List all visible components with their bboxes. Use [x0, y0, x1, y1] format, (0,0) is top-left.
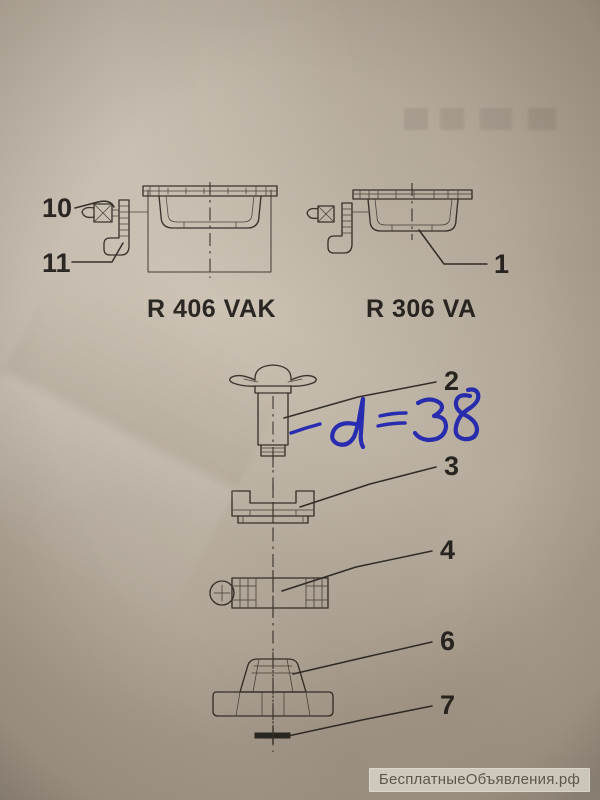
- callout-6: 6: [440, 626, 455, 656]
- right-wing-screw-cross: [317, 205, 335, 223]
- part2-wing-left: [229, 374, 257, 387]
- part4-eye: [209, 580, 235, 606]
- handwritten-annotation: [289, 387, 481, 450]
- right-bowl-inner: [374, 198, 453, 226]
- callout-10: 10: [42, 193, 72, 223]
- part6-flange-detail: [235, 691, 311, 717]
- part3-foot: [237, 515, 309, 524]
- left-standpipe-threads: [118, 205, 130, 237]
- assembly-right-r306va: 1 R 306 VA: [306, 183, 509, 323]
- part2-wing-right: [289, 374, 317, 387]
- leader-6: [292, 641, 433, 675]
- left-wing-screw-wing: [81, 206, 95, 219]
- right-standpipe-threads: [341, 208, 353, 234]
- handwriting-letter-d: [330, 396, 366, 447]
- leader-2: [283, 381, 437, 419]
- handwriting-digit-3: [412, 397, 449, 443]
- part-6-flanged-base: 6: [212, 626, 455, 726]
- left-wing-screw-cross: [93, 203, 113, 223]
- model-label-right: R 306 VA: [366, 295, 477, 323]
- part6-cone-edges: [252, 658, 294, 693]
- part4-thread-rings: [231, 585, 329, 601]
- callout-4: 4: [440, 535, 455, 565]
- part4-body: [231, 577, 329, 609]
- part6-cone-rings: [251, 665, 295, 674]
- handwriting-equals-top: [378, 411, 408, 418]
- part2-wing-detail: [243, 378, 303, 383]
- callout-7: 7: [440, 690, 455, 720]
- leader-7: [287, 705, 433, 737]
- part2-collar: [254, 385, 292, 394]
- handwriting-dash: [289, 422, 322, 435]
- callout-11: 11: [42, 248, 71, 278]
- right-bowl-tickmarks: [391, 224, 433, 232]
- right-rim-top: [352, 189, 473, 200]
- leader-11: [71, 242, 124, 263]
- part-4-threaded-spindle: 4: [209, 535, 455, 616]
- leader-3: [299, 466, 437, 508]
- callout-1: 1: [494, 249, 509, 279]
- part4-thread-hatching: [239, 577, 323, 609]
- left-assembly-frame: [147, 189, 272, 273]
- part3-body: [231, 490, 315, 517]
- left-standpipe: [103, 199, 130, 256]
- watermark: БесплатныеОбъявления.рф: [368, 768, 590, 792]
- assembly-left-r406vak: 10 11 R 406 VAK: [42, 182, 278, 323]
- part2-head-dome: [254, 364, 292, 381]
- part-2-winged-shoulder-bolt: 2: [229, 364, 459, 470]
- callout-3: 3: [444, 451, 459, 481]
- right-standpipe: [327, 202, 353, 254]
- left-wing-screw-stem: [111, 209, 119, 217]
- handwriting-letter-d-stem: [358, 396, 366, 450]
- part6-cone: [239, 658, 307, 693]
- left-bowl-inner: [165, 195, 255, 223]
- leader-1: [418, 229, 488, 265]
- part-3-saddle-clamp: 3: [231, 451, 459, 530]
- part2-shank: [257, 392, 289, 446]
- right-bowl-outer: [367, 198, 459, 232]
- leader-10: [74, 200, 115, 209]
- leader-4: [281, 550, 433, 592]
- left-rim-top: [142, 185, 278, 197]
- part-7-cotter-pin: 7: [254, 690, 455, 745]
- right-wing-screw-wing: [306, 207, 319, 220]
- handwriting-digit-8: [453, 387, 481, 442]
- part6-flange: [212, 691, 334, 717]
- callout-2: 2: [444, 366, 459, 396]
- handwriting-equals-bottom: [376, 421, 407, 428]
- part4-eye-cross: [213, 584, 231, 602]
- model-label-left: R 406 VAK: [147, 295, 276, 323]
- right-rim-hatching: [359, 189, 459, 200]
- left-bowl-tickmarks: [183, 221, 237, 229]
